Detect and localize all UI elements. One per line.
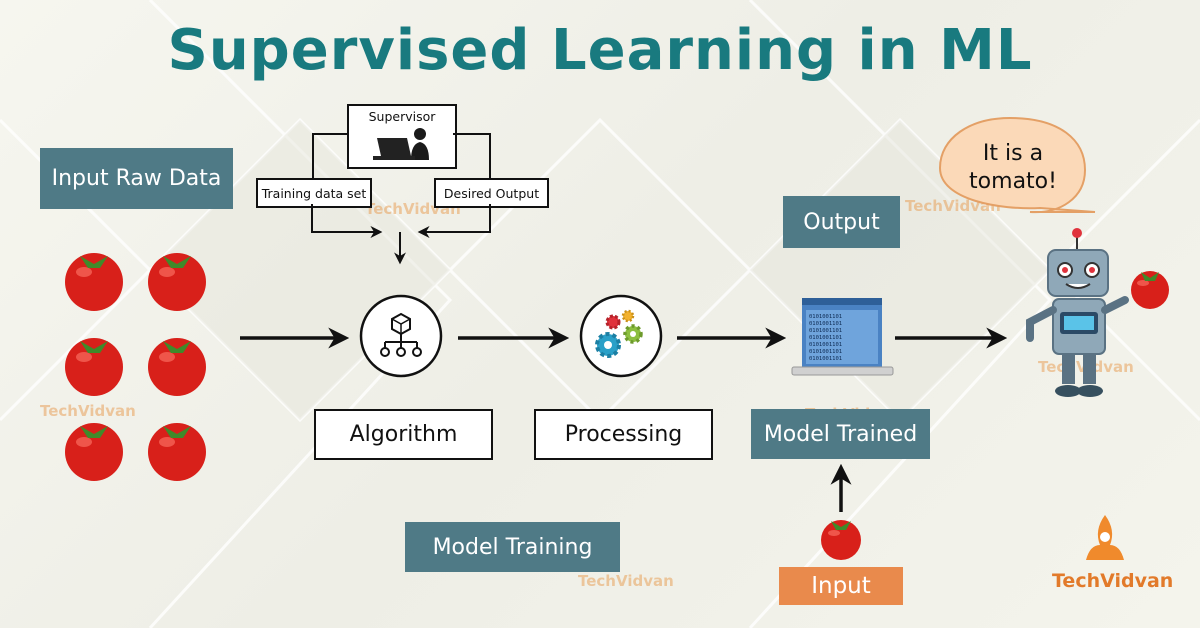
tomato-icon (148, 253, 206, 311)
output-label: Output (783, 196, 900, 248)
speech-line-2: tomato! (969, 169, 1057, 194)
input-raw-data-label: Input Raw Data (40, 148, 233, 209)
desired-output-line (417, 204, 491, 238)
algorithm-box: Algorithm (314, 409, 493, 460)
tomatoes-group (65, 253, 1169, 560)
watermark: TechVidvan (40, 402, 136, 420)
svg-text:0101001101: 0101001101 (809, 356, 842, 362)
svg-text:0101001101: 0101001101 (809, 335, 842, 341)
speech-line-1: It is a (982, 141, 1044, 166)
supervisor-laptop-icon (373, 128, 429, 160)
watermark: TechVidvan (578, 572, 674, 590)
tomato-icon (65, 423, 123, 481)
supervisor-label: Supervisor (368, 109, 436, 124)
model-trained-label: Model Trained (751, 409, 930, 459)
brand-logo-text: TechVidvan (1052, 570, 1174, 592)
speech-bubble-icon (938, 116, 1096, 214)
laptop-binary-icon (791, 298, 894, 376)
processing-box: Processing (534, 409, 713, 460)
supervisor-box: Supervisor (347, 104, 457, 169)
techvidvan-logo-icon (1086, 515, 1124, 560)
page-title: Supervised Learning in ML (167, 18, 1033, 83)
desired-output-box: Desired Output (434, 178, 549, 208)
speech-bubble-text: It is a tomato! (958, 140, 1068, 196)
supervisor-right-line (453, 133, 491, 178)
supervisor-left-line (312, 133, 347, 178)
model-training-label: Model Training (405, 522, 620, 572)
tomato-icon (65, 338, 123, 396)
training-data-set-box: Training data set (256, 178, 372, 208)
svg-text:0101001101: 0101001101 (809, 321, 842, 327)
svg-text:0101001101: 0101001101 (809, 349, 842, 355)
training-data-line (311, 204, 383, 238)
tomato-icon (148, 423, 206, 481)
gears-icon (579, 294, 663, 378)
algorithm-tree-icon (359, 294, 443, 378)
tomato-icon (821, 520, 861, 560)
input-label: Input (779, 567, 903, 605)
tomato-icon (65, 253, 123, 311)
binary-text: 0101001101 0101001101 0101001101 0101001… (809, 314, 842, 362)
tomato-icon (148, 338, 206, 396)
tomato-icon (1131, 271, 1169, 309)
svg-text:0101001101: 0101001101 (809, 342, 842, 348)
svg-text:0101001101: 0101001101 (809, 328, 842, 334)
svg-text:0101001101: 0101001101 (809, 314, 842, 320)
robot-icon (1026, 228, 1129, 397)
